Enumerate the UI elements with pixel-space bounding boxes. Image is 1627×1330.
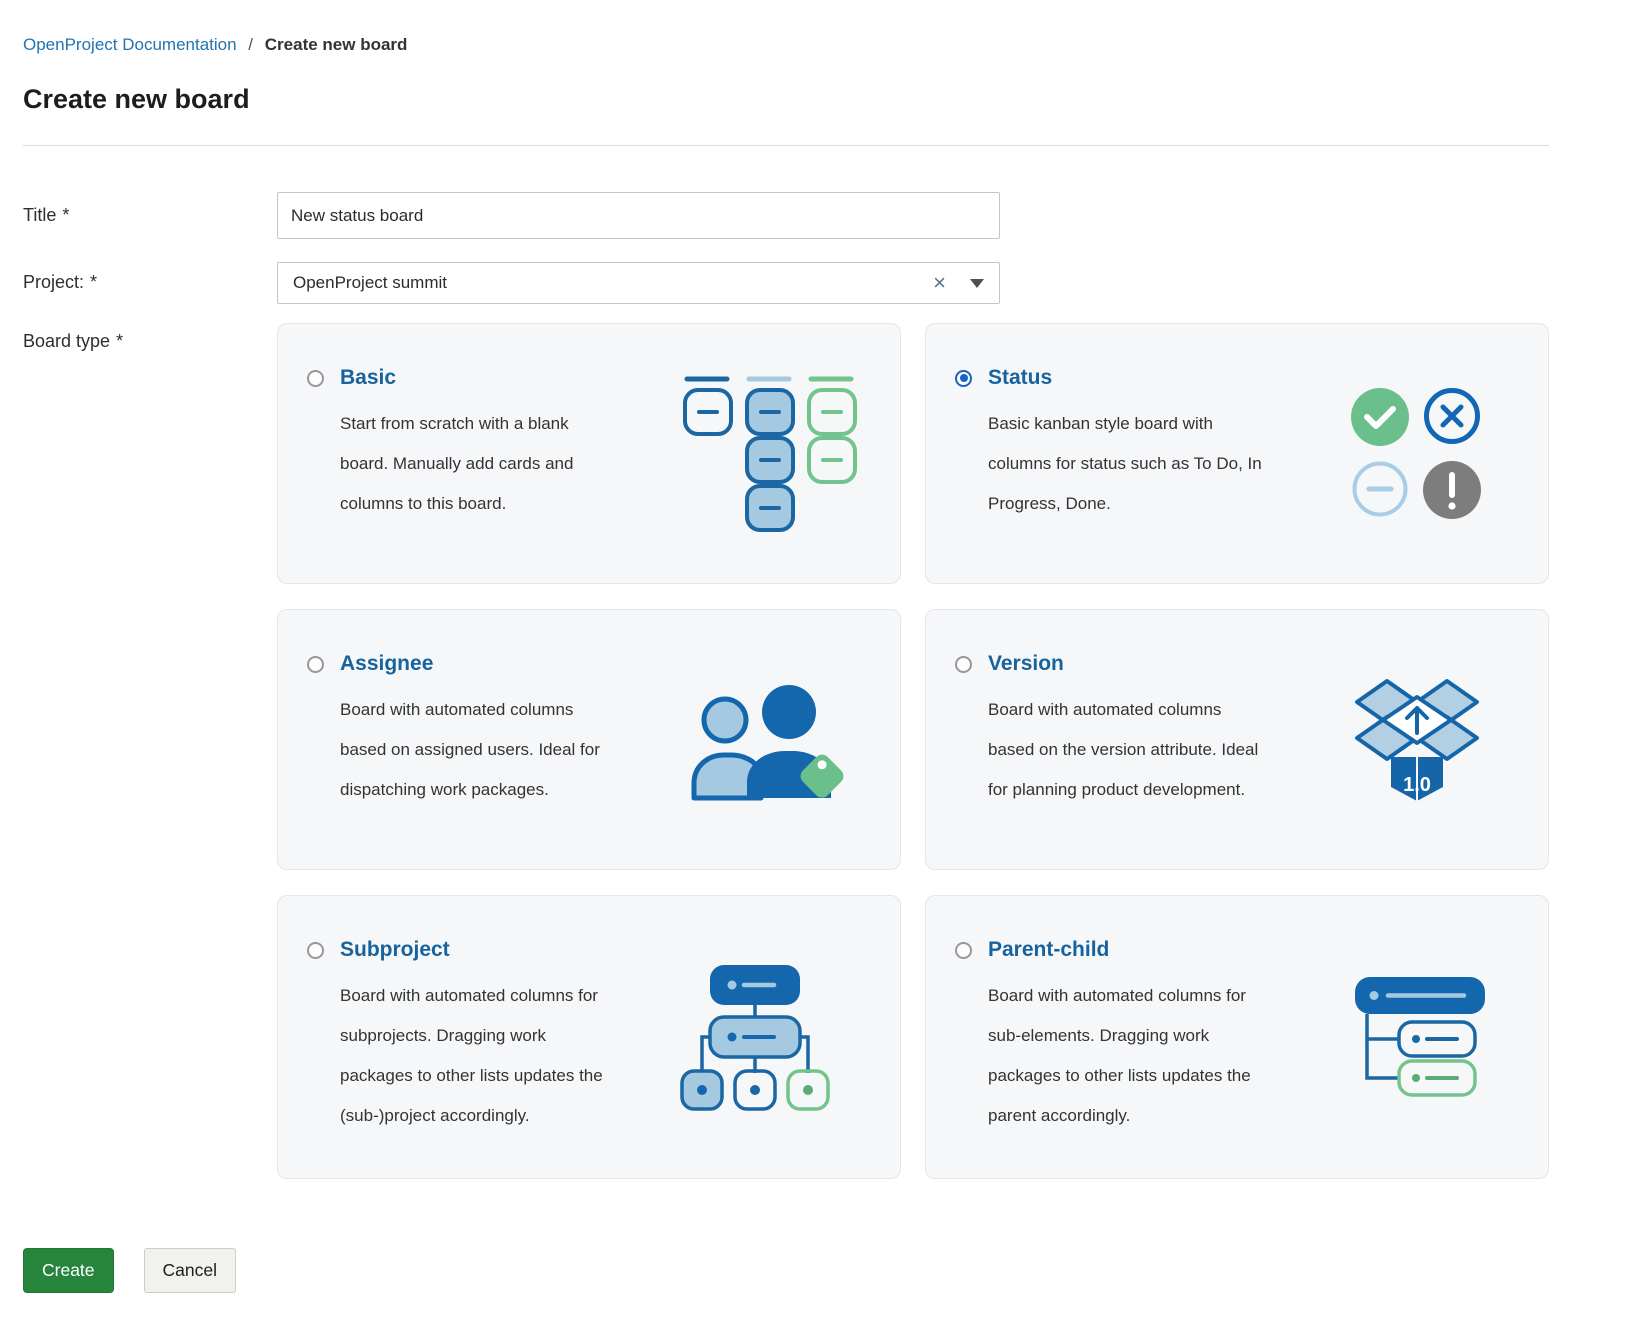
clear-selection-icon[interactable]: × <box>933 270 946 295</box>
breadcrumb-separator: / <box>248 35 254 54</box>
board-type-label: Board type* <box>23 331 124 351</box>
board-type-cards: Basic Start from scratch with a blank bo… <box>277 323 1549 1179</box>
parent-child-tree-icon <box>1345 977 1485 1097</box>
board-type-radio-subproject[interactable] <box>307 941 324 959</box>
create-board-form: Title* Project:* OpenProject summit × Bo… <box>23 192 1549 1179</box>
board-type-radio-status[interactable] <box>955 369 972 387</box>
board-type-radio-basic[interactable] <box>307 369 324 387</box>
title-label: Title* <box>23 205 70 225</box>
form-actions: Create Cancel <box>23 1248 1549 1293</box>
board-type-description: Board with automated columns for sub-ele… <box>988 986 1251 1125</box>
board-type-title: Parent-child <box>988 938 1110 961</box>
board-type-title: Assignee <box>340 652 434 675</box>
board-type-title: Status <box>988 366 1053 389</box>
board-type-description: Basic kanban style board with columns fo… <box>988 414 1262 513</box>
create-button[interactable]: Create <box>23 1248 114 1293</box>
project-label: Project:* <box>23 272 98 292</box>
page-container: OpenProject Documentation / Create new b… <box>23 34 1549 1293</box>
project-row: Project:* OpenProject summit × <box>23 262 1549 304</box>
status-circles-icon <box>1350 387 1482 520</box>
board-type-radio-parent-child[interactable] <box>955 941 972 959</box>
board-type-card-parent-child[interactable]: Parent-child Board with automated column… <box>925 895 1549 1179</box>
board-type-radio-version[interactable] <box>955 655 972 673</box>
board-type-card-subproject[interactable]: Subproject Board with automated columns … <box>277 895 901 1179</box>
board-type-description: Board with automated columns based on th… <box>988 700 1259 799</box>
version-badge-label: 1.0 <box>1403 774 1431 796</box>
cancel-button[interactable]: Cancel <box>143 1248 237 1293</box>
project-select[interactable]: OpenProject summit × <box>277 262 1000 304</box>
project-select-value: OpenProject summit <box>293 273 447 292</box>
caret-down-icon[interactable] <box>970 278 984 288</box>
subproject-tree-icon <box>680 963 830 1111</box>
board-type-card-assignee[interactable]: Assignee Board with automated columns ba… <box>277 609 901 870</box>
board-type-description: Board with automated columns based on as… <box>340 700 600 799</box>
board-type-row: Board type* Basic Start from scratch wit… <box>23 323 1549 1179</box>
required-marker: * <box>116 331 124 351</box>
header-divider <box>23 145 1549 146</box>
board-type-card-version[interactable]: Version Board with automated columns bas… <box>925 609 1549 870</box>
assignee-users-icon <box>686 682 851 800</box>
page-title: Create new board <box>23 84 250 114</box>
board-type-card-status[interactable]: Status Basic kanban style board with col… <box>925 323 1549 584</box>
title-row: Title* <box>23 192 1549 239</box>
breadcrumb-current: Create new board <box>264 35 408 54</box>
board-type-card-basic[interactable]: Basic Start from scratch with a blank bo… <box>277 323 901 584</box>
breadcrumb-link-project[interactable]: OpenProject Documentation <box>23 35 237 54</box>
board-type-title: Subproject <box>340 938 450 961</box>
board-type-description: Start from scratch with a blank board. M… <box>340 414 574 513</box>
breadcrumb: OpenProject Documentation / Create new b… <box>23 34 1549 55</box>
board-type-description: Board with automated columns for subproj… <box>340 986 603 1125</box>
version-box-icon: 1.0 <box>1354 675 1480 805</box>
board-type-title: Version <box>988 652 1064 675</box>
required-marker: * <box>90 272 98 292</box>
required-marker: * <box>62 205 70 225</box>
basic-board-icon <box>683 376 857 532</box>
title-input[interactable] <box>277 192 1000 239</box>
board-type-title: Basic <box>340 366 397 389</box>
board-type-radio-assignee[interactable] <box>307 655 324 673</box>
